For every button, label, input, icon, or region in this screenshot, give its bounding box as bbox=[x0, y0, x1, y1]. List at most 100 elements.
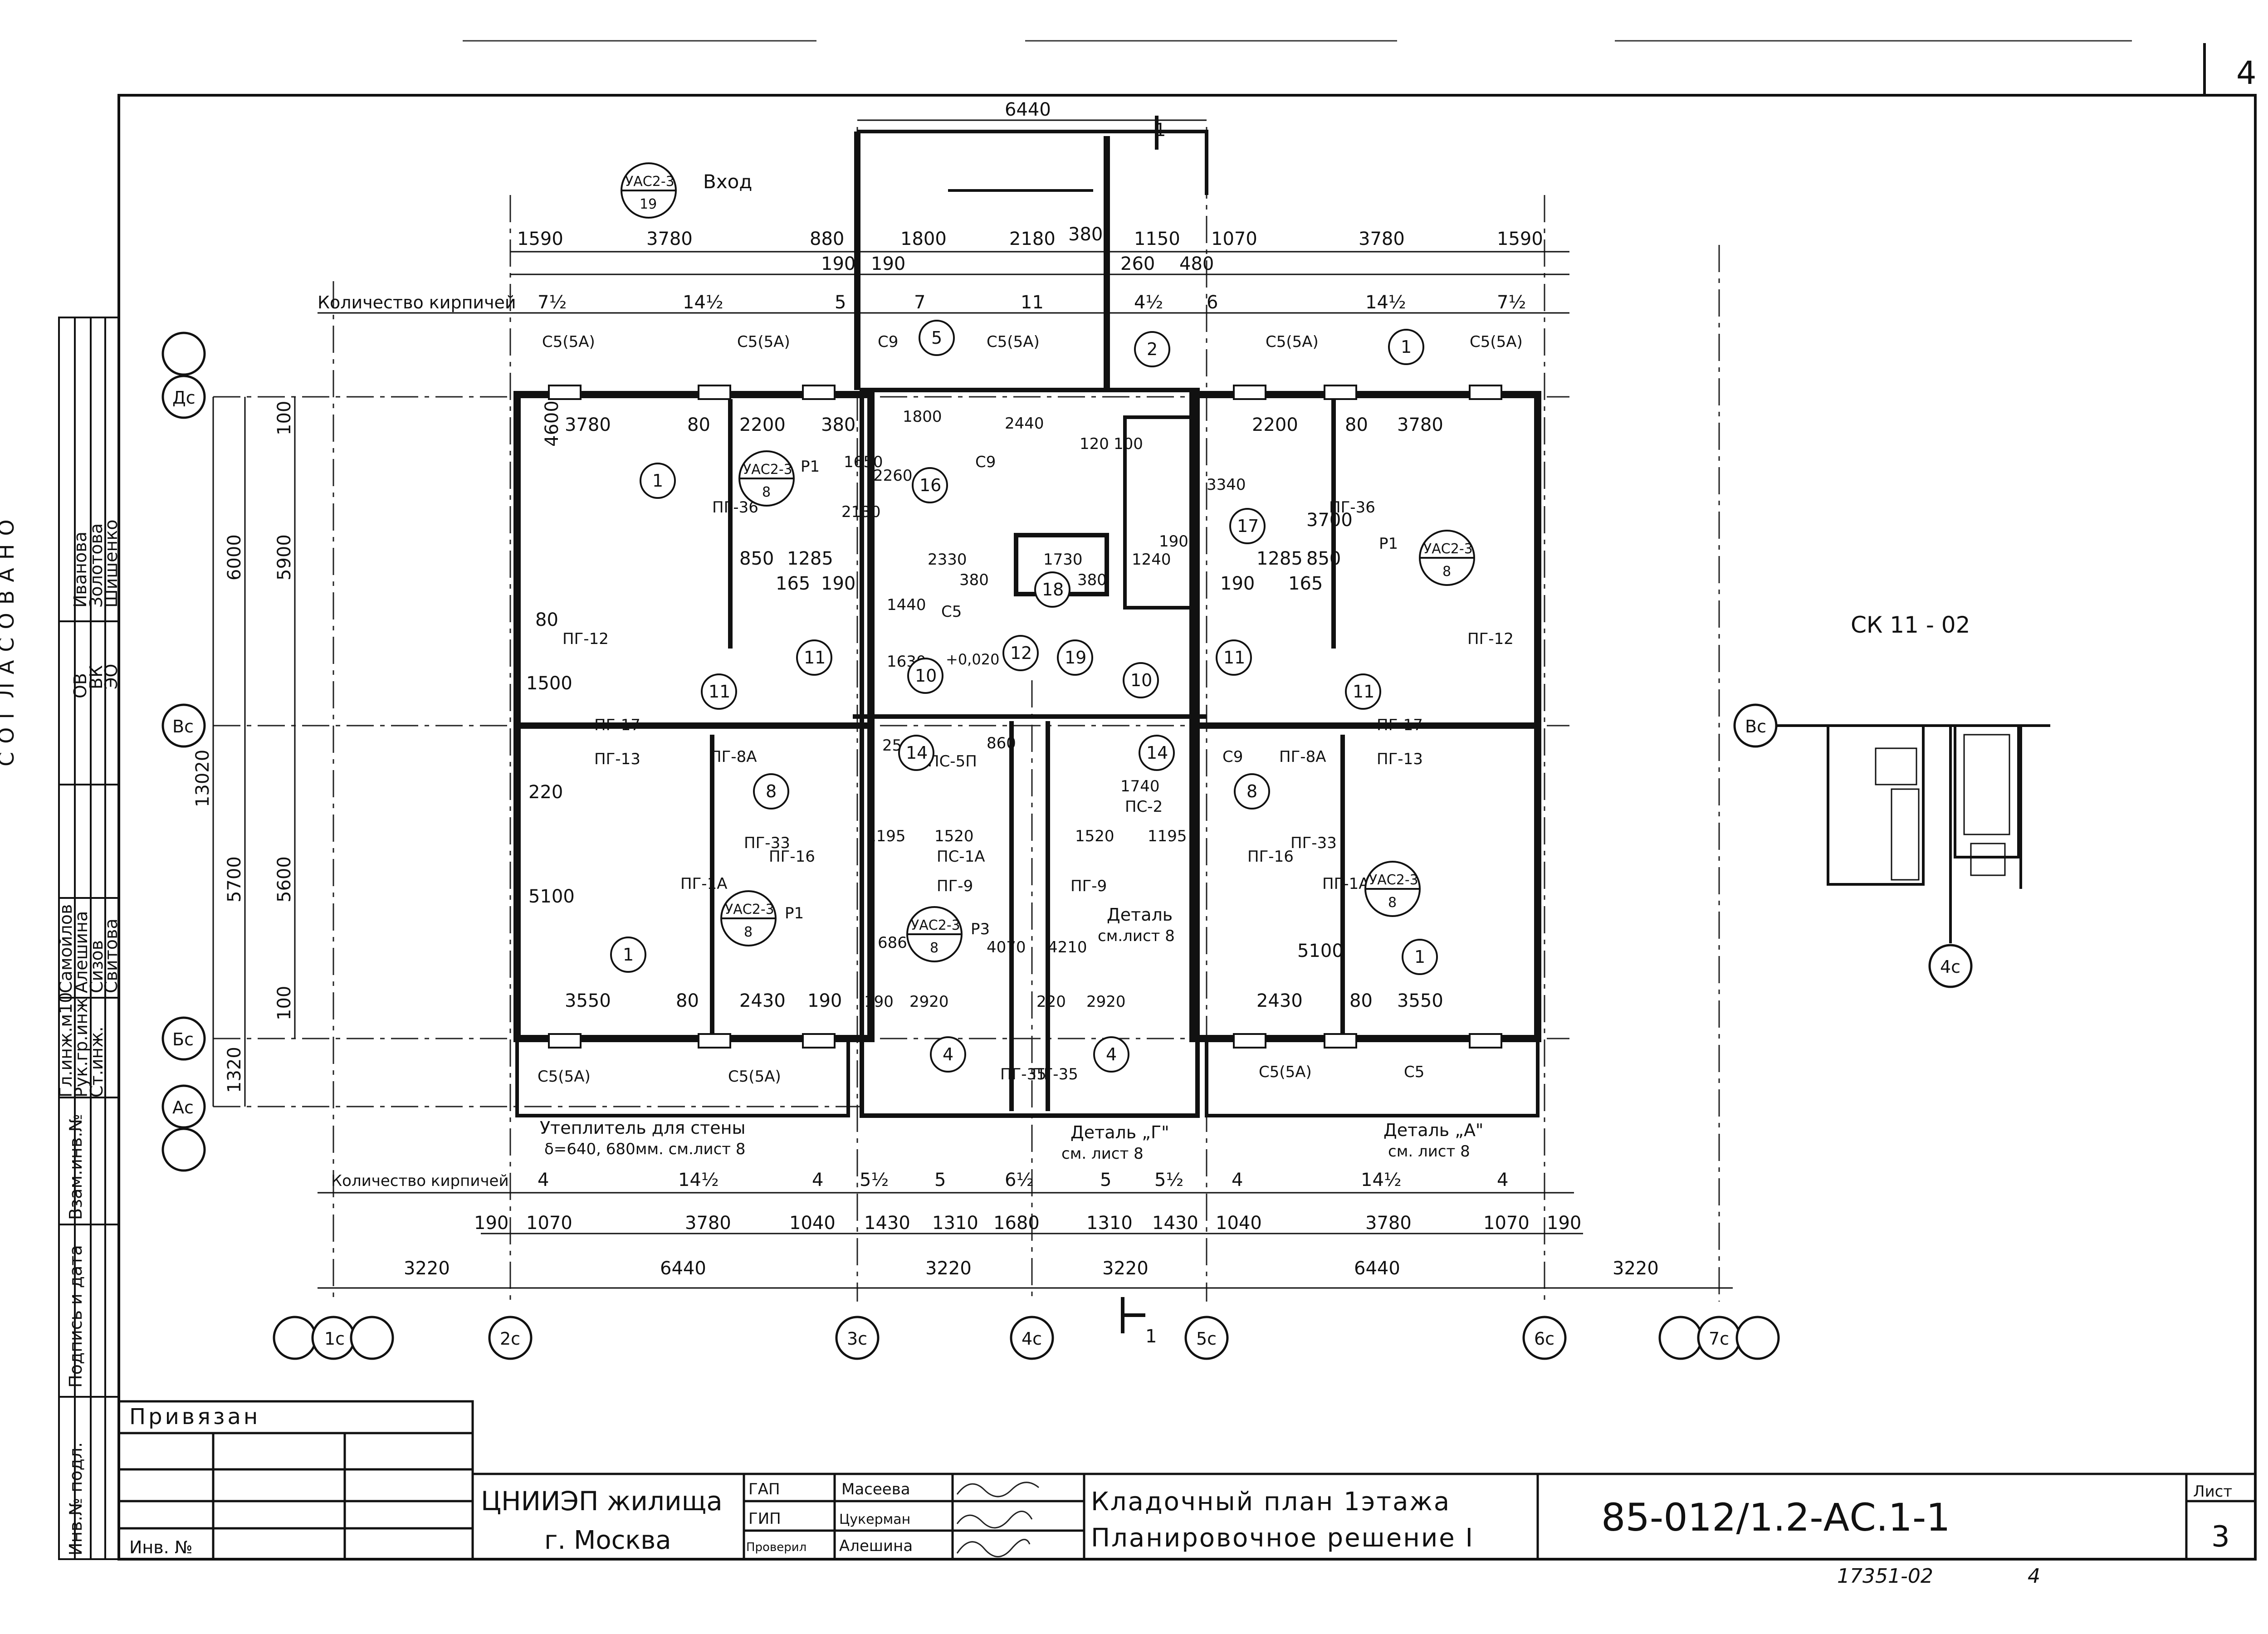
archive-page: 4 bbox=[2028, 1565, 2040, 1588]
svg-text:80: 80 bbox=[1345, 415, 1368, 435]
svg-text:3780: 3780 bbox=[1365, 1213, 1412, 1234]
svg-text:1240: 1240 bbox=[1132, 551, 1171, 569]
svg-text:11: 11 bbox=[1353, 682, 1374, 702]
svg-text:190: 190 bbox=[807, 990, 842, 1011]
agreed-title: СОГЛАСОВАНО bbox=[0, 511, 19, 766]
svg-text:4600: 4600 bbox=[542, 400, 562, 447]
svg-text:6440: 6440 bbox=[1354, 1258, 1400, 1279]
svg-text:220: 220 bbox=[528, 782, 563, 803]
svg-text:190: 190 bbox=[821, 573, 855, 594]
signer-role: Рук.гр.инж bbox=[71, 998, 91, 1097]
signer-role: Ст.инж. bbox=[87, 1026, 107, 1097]
unit-ref-labels: УАС2-319 УАС2-38 УАС2-38 УАС2-38 УАС2-38… bbox=[625, 174, 1473, 956]
inv-label: Инв. № bbox=[129, 1537, 192, 1557]
bottom-dim-row2: 6440 3220 3220 6440 bbox=[660, 1258, 1400, 1279]
svg-text:1285: 1285 bbox=[787, 548, 833, 569]
level-mark: +0,020 bbox=[946, 651, 999, 668]
svg-text:14: 14 bbox=[1146, 743, 1168, 763]
svg-text:С5(5А): С5(5А) bbox=[737, 333, 790, 351]
svg-text:ПГ-9: ПГ-9 bbox=[1070, 877, 1107, 895]
svg-text:ПГ-13: ПГ-13 bbox=[594, 750, 640, 768]
svg-text:190: 190 bbox=[1159, 532, 1188, 551]
room-dims-right: 2200 80 3780 3700 1285 850 190 165 5100 … bbox=[1220, 415, 1443, 1011]
org-name: ЦНИИЭП жилища bbox=[481, 1486, 723, 1517]
svg-text:6½: 6½ bbox=[1005, 1170, 1034, 1190]
svg-text:2180: 2180 bbox=[1009, 229, 1056, 249]
svg-text:СОГЛАСОВАНО: СОГЛАСОВАНО bbox=[0, 511, 19, 766]
title-block-lines bbox=[117, 1400, 2255, 1561]
svg-text:4: 4 bbox=[943, 1044, 953, 1064]
bottom-dimension-lines bbox=[318, 1192, 1733, 1289]
left-minor-dim: 100 bbox=[274, 401, 295, 435]
svg-text:4070: 4070 bbox=[987, 938, 1026, 956]
svg-text:5100: 5100 bbox=[1297, 941, 1344, 961]
svg-text:4: 4 bbox=[812, 1170, 823, 1190]
svg-text:1040: 1040 bbox=[1216, 1213, 1262, 1234]
svg-text:ПГ-33: ПГ-33 bbox=[744, 834, 790, 852]
svg-text:3780: 3780 bbox=[646, 229, 693, 249]
svg-text:ГИП: ГИП bbox=[748, 1510, 781, 1528]
svg-text:190: 190 bbox=[864, 993, 894, 1011]
svg-text:190: 190 bbox=[1547, 1213, 1581, 1234]
svg-text:120: 120 bbox=[1080, 435, 1109, 453]
left-margin-strip: СОГЛАСОВАНО ОВ ВК ЭО Иванова Золотова Ши… bbox=[0, 317, 121, 1560]
axis-label-Dc: Дс bbox=[172, 388, 196, 408]
agreed-name: Золотова bbox=[86, 523, 106, 608]
axis-label-6c: 6с bbox=[1534, 1329, 1554, 1349]
svg-text:ПГ-35: ПГ-35 bbox=[1000, 1065, 1046, 1083]
agreed-dept: ОВ bbox=[70, 673, 90, 698]
org-city: г. Москва bbox=[544, 1526, 671, 1555]
svg-text:ПГ-12: ПГ-12 bbox=[1467, 630, 1514, 648]
svg-text:Масеева: Масеева bbox=[841, 1480, 910, 1498]
sheet-corner-number: 4 bbox=[2236, 54, 2257, 92]
svg-text:1195: 1195 bbox=[1148, 827, 1187, 845]
svg-text:ПГ-13: ПГ-13 bbox=[1377, 750, 1423, 768]
bottom-dim-row3: 3220 3220 bbox=[404, 1258, 1659, 1279]
svg-text:5100: 5100 bbox=[528, 886, 575, 907]
stamp-roles: ГАП ГИП Проверил bbox=[746, 1480, 807, 1554]
svg-text:190: 190 bbox=[821, 254, 855, 274]
svg-text:3220: 3220 bbox=[1102, 1258, 1149, 1279]
svg-text:ПГ-33: ПГ-33 bbox=[1290, 834, 1337, 852]
svg-text:16: 16 bbox=[919, 475, 941, 495]
left-total-dim: 13020 bbox=[192, 750, 213, 807]
svg-text:480: 480 bbox=[1179, 254, 1214, 274]
svg-text:10: 10 bbox=[1130, 670, 1152, 690]
svg-text:4: 4 bbox=[1106, 1044, 1117, 1064]
doc-code: 85-012/1.2-АС.1-1 bbox=[1601, 1495, 1950, 1540]
svg-text:1070: 1070 bbox=[1483, 1213, 1530, 1234]
svg-text:УАС2-3: УАС2-3 bbox=[625, 174, 675, 190]
svg-text:1: 1 bbox=[623, 945, 634, 965]
agreed-dept: ЭО bbox=[101, 664, 121, 689]
signer-name: Свитова bbox=[101, 918, 121, 993]
svg-text:3550: 3550 bbox=[565, 990, 611, 1011]
agreed-name: Иванова bbox=[70, 532, 90, 608]
svg-text:1150: 1150 bbox=[1134, 229, 1180, 249]
svg-text:1680: 1680 bbox=[993, 1213, 1040, 1234]
axis-label-7c: 7с bbox=[1709, 1329, 1729, 1349]
svg-text:ПГ-8А: ПГ-8А bbox=[710, 748, 757, 766]
svg-text:С5(5А): С5(5А) bbox=[1470, 333, 1523, 351]
left-major-dim: 1320 bbox=[224, 1047, 245, 1093]
unit-ref-bubbles bbox=[621, 162, 1475, 962]
bound-label: Привязан bbox=[129, 1404, 260, 1429]
svg-text:220: 220 bbox=[1036, 993, 1066, 1011]
sheet-title-line2: Планировочное решение I bbox=[1091, 1523, 1474, 1553]
svg-text:С9: С9 bbox=[975, 453, 996, 471]
svg-text:2200: 2200 bbox=[739, 415, 786, 435]
callout-labels: 1 1 1 1 2 4 4 5 8 8 10 10 11 11 11 11 12… bbox=[623, 328, 1425, 1064]
section-label-top: 1 bbox=[1154, 120, 1166, 141]
axis-label-4c: 4с bbox=[1022, 1329, 1042, 1349]
svg-text:260: 260 bbox=[1120, 254, 1155, 274]
svg-text:80: 80 bbox=[676, 990, 699, 1011]
svg-text:1195: 1195 bbox=[866, 827, 906, 845]
svg-text:1520: 1520 bbox=[934, 827, 974, 845]
svg-text:80: 80 bbox=[535, 610, 558, 630]
svg-text:100: 100 bbox=[1114, 435, 1143, 453]
svg-text:Р1: Р1 bbox=[785, 904, 804, 922]
left-dimension-lines bbox=[212, 397, 296, 1107]
svg-text:7½: 7½ bbox=[1497, 292, 1526, 313]
axis-label-1c: 1с bbox=[324, 1329, 345, 1349]
svg-text:3340: 3340 bbox=[1207, 476, 1246, 494]
svg-text:С5(5А): С5(5А) bbox=[1266, 333, 1319, 351]
